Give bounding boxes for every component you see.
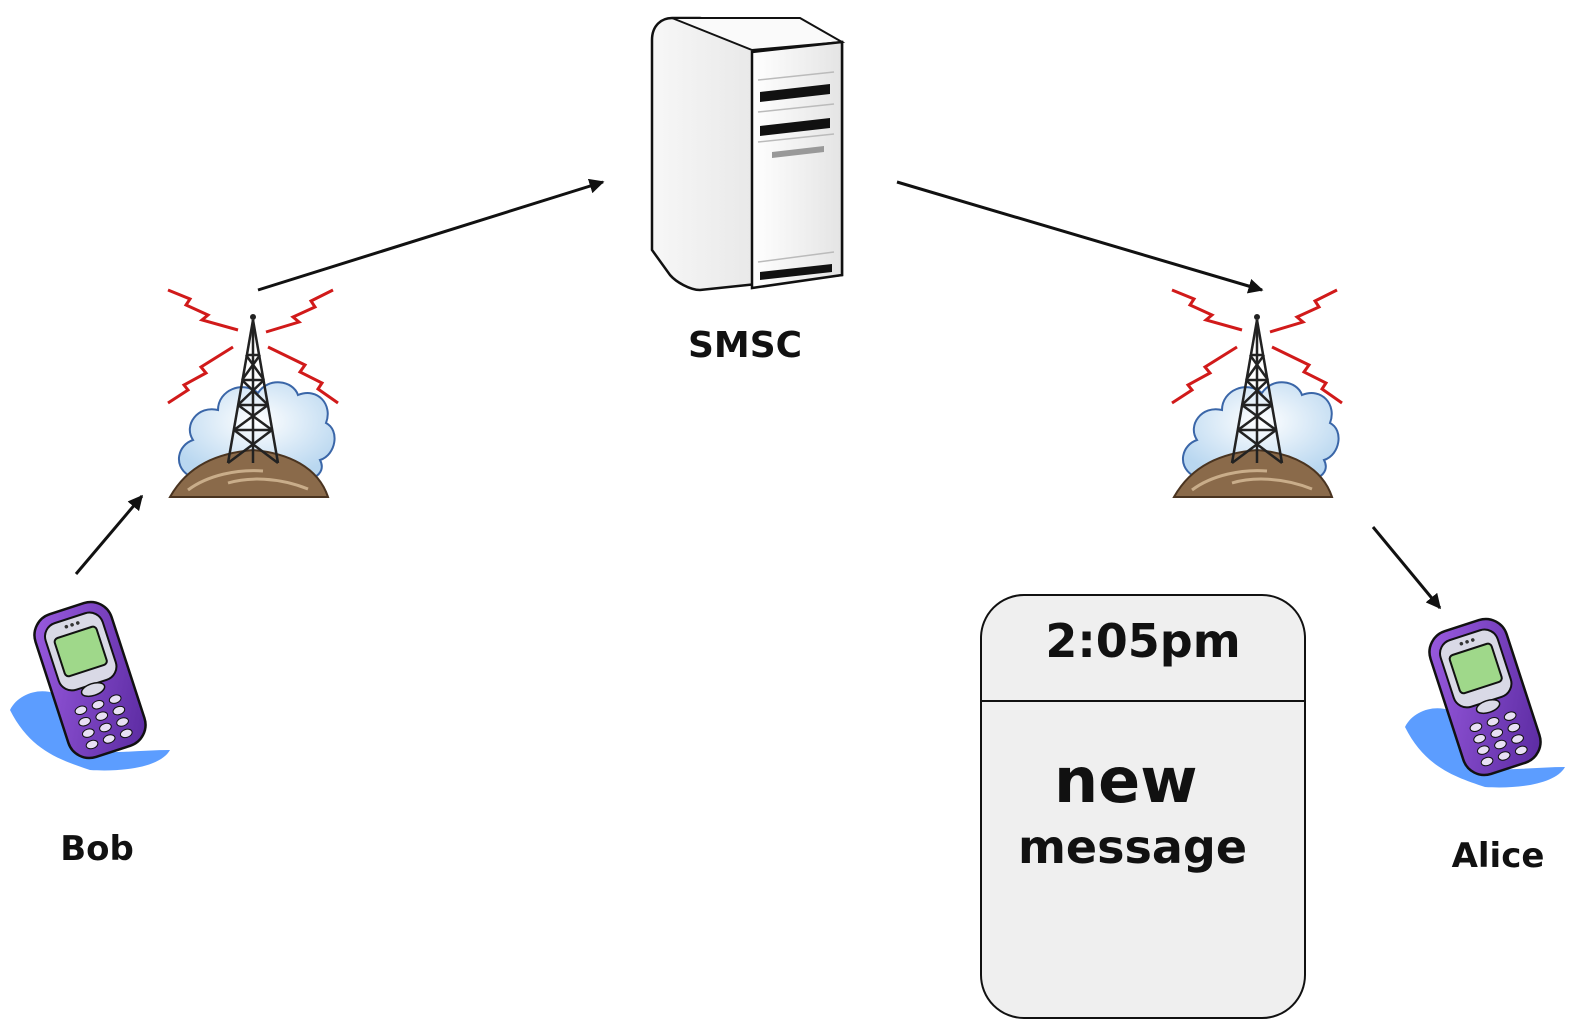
sender-label: Bob: [60, 829, 134, 869]
arrow-tower-to-alice: [1371, 526, 1442, 610]
mobile-phone-icon: [1403, 612, 1567, 789]
arrow-bob-to-tower: [74, 494, 144, 575]
cell-tower-icon: [166, 288, 340, 499]
message-notification-card: 2:05pm new message: [980, 594, 1306, 1019]
server-icon: [650, 16, 846, 292]
arrow-smsc-to-tower: [896, 180, 1264, 294]
arrow-tower-to-smsc: [257, 178, 605, 292]
message-text-line2: message: [1018, 820, 1248, 874]
smsc-label: SMSC: [687, 325, 803, 366]
message-text-line1: new: [1054, 744, 1198, 817]
message-time: 2:05pm: [1045, 614, 1241, 668]
receiver-label: Alice: [1451, 836, 1545, 876]
message-divider: [982, 700, 1304, 702]
cell-tower-icon: [1170, 288, 1344, 499]
mobile-phone-icon: [8, 595, 172, 772]
